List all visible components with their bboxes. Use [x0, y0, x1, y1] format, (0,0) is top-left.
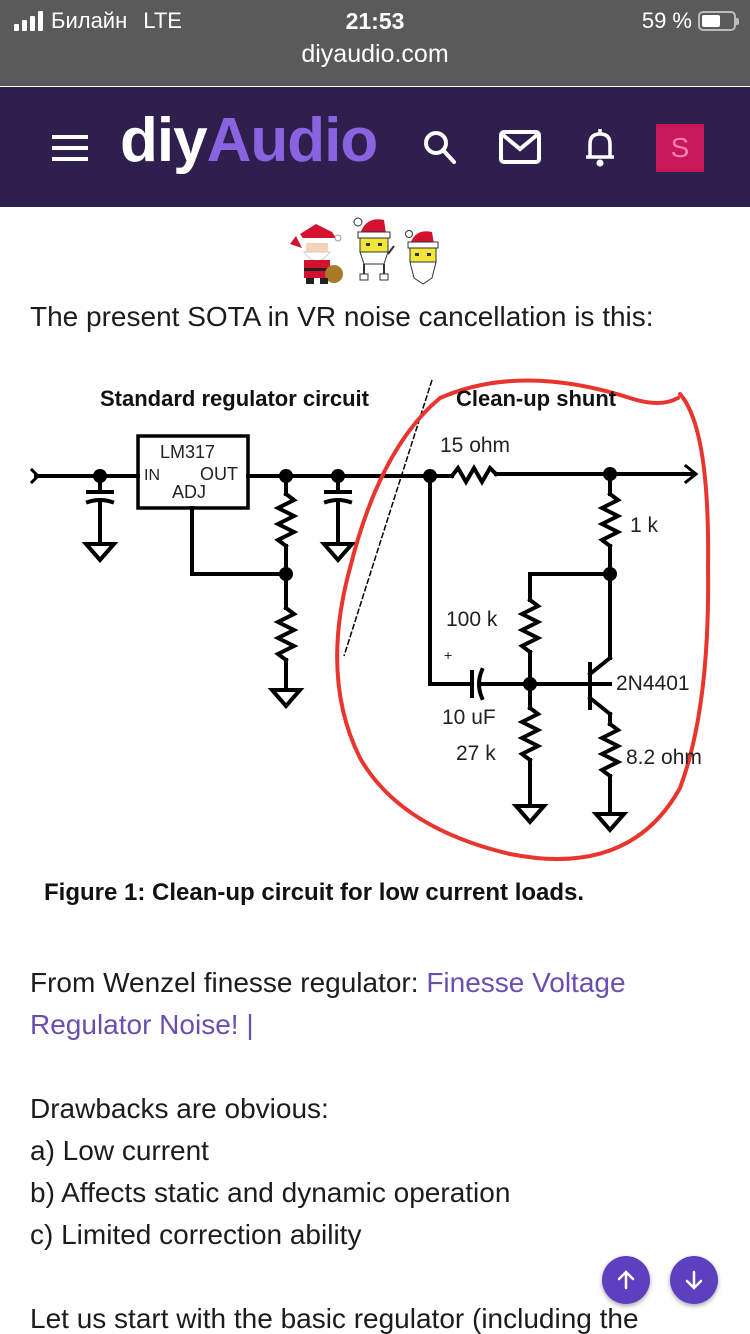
scroll-up-button[interactable] — [602, 1256, 650, 1304]
logo-audio: Audio — [206, 106, 379, 175]
circuit-diagram: Standard regulator circuit Clean-up shun… — [29, 378, 711, 906]
left-title: Standard regulator circuit — [100, 386, 370, 411]
logo-diy: diy — [120, 106, 208, 175]
signal-icon — [14, 11, 43, 31]
source-link[interactable]: Finesse Voltage — [426, 967, 626, 998]
r-bias-top-label: 100 k — [446, 608, 498, 631]
cap-plus-label: + — [444, 647, 452, 663]
source-prefix: From Wenzel finesse regulator: — [30, 967, 427, 998]
r-emitter-label: 8.2 ohm — [626, 746, 702, 769]
scroll-down-button[interactable] — [670, 1256, 718, 1304]
circuit-figure: Standard regulator circuit Clean-up shun… — [20, 368, 730, 908]
network-label: LTE — [143, 8, 182, 33]
search-icon[interactable] — [418, 125, 462, 169]
drawback-item: a) Low current — [30, 1135, 209, 1166]
pin-in-label: IN — [144, 467, 160, 484]
user-avatar[interactable]: S — [656, 124, 704, 172]
santa-hat-smiley-small-icon — [405, 230, 439, 285]
drawback-item: b) Affects static and dynamic operation — [30, 1177, 511, 1208]
source-link-cont[interactable]: Regulator Noise! | — [30, 1009, 254, 1040]
arrow-up-icon — [617, 1270, 635, 1290]
status-left: Билайн LTE — [14, 8, 182, 34]
status-right: 59 % — [641, 8, 739, 34]
battery-percent: 59 % — [641, 8, 692, 33]
url-bar[interactable]: diyaudio.com — [301, 40, 449, 68]
arrow-down-icon — [685, 1270, 703, 1290]
figure-caption: Figure 1: Clean-up circuit for low curre… — [44, 879, 584, 906]
santa-smiley-icon — [290, 224, 343, 284]
bell-icon[interactable] — [578, 125, 622, 169]
drawbacks-title: Drawbacks are obvious: — [30, 1093, 329, 1124]
santa-hat-smiley-icon — [353, 217, 395, 281]
pin-out-label: OUT — [200, 464, 238, 484]
mail-icon[interactable] — [498, 125, 542, 169]
pin-adj-label: ADJ — [172, 482, 206, 502]
site-logo[interactable]: diyAudio — [120, 105, 379, 176]
intro-text: The present SOTA in VR noise cancellatio… — [30, 301, 654, 332]
carrier-label: Билайн — [51, 8, 128, 33]
source-paragraph: From Wenzel finesse regulator: Finesse V… — [30, 962, 720, 1046]
battery-fill — [702, 15, 720, 27]
site-header: diyAudio S — [0, 87, 750, 207]
battery-icon — [698, 11, 739, 31]
status-bar: Билайн LTE 21:53 59 % diyaudio.com — [0, 0, 750, 86]
right-title: Clean-up shunt — [456, 386, 617, 411]
cap-value-label: 10 uF — [442, 706, 496, 729]
regulator-label: LM317 — [160, 442, 215, 462]
r-collector-label: 1 k — [630, 514, 659, 537]
next-paragraph: Let us start with the basic regulator (i… — [30, 1303, 639, 1334]
smilies — [286, 212, 444, 286]
drawback-item: c) Limited correction ability — [30, 1219, 362, 1250]
menu-icon[interactable] — [52, 135, 88, 161]
r-bias-bottom-label: 27 k — [456, 742, 496, 765]
transistor-label: 2N4401 — [616, 672, 690, 695]
r-series-label: 15 ohm — [440, 434, 510, 457]
